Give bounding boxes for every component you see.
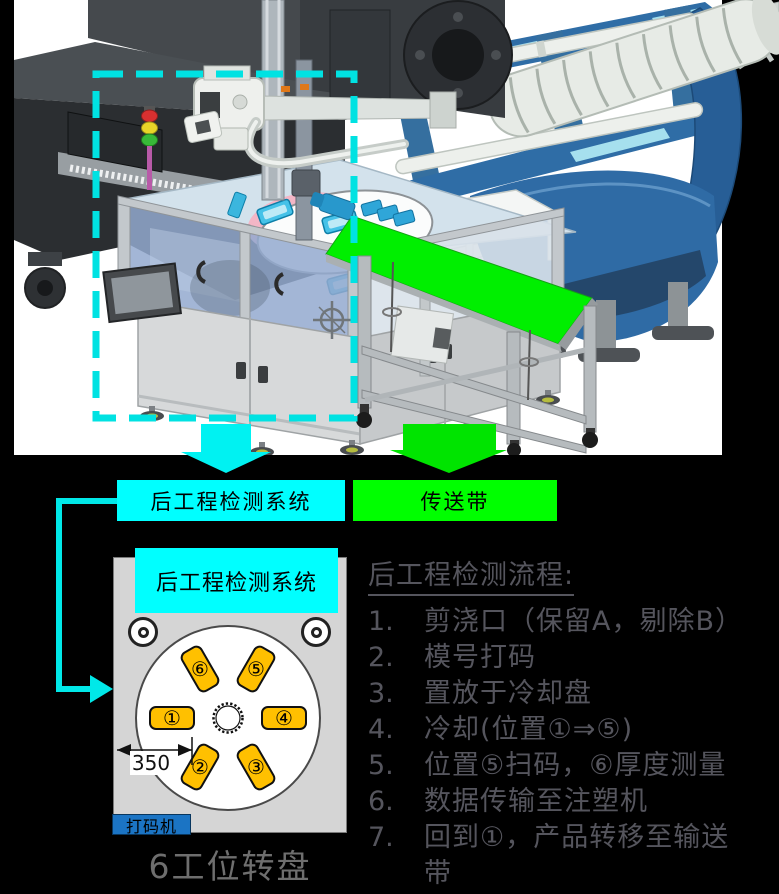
marker-machine-label: 打码机 xyxy=(112,814,191,836)
conveyor xyxy=(310,192,598,455)
flow-item-text: 模号打码 xyxy=(424,642,536,673)
flow-item: 1. 剪浇口（保留A，剔除B） xyxy=(368,604,760,640)
flow-item: 5. 位置⑤扫码，⑥厚度测量 xyxy=(368,748,760,784)
flow-item: 4. 冷却(位置①⇒⑤) xyxy=(368,712,760,748)
flow-item-number: 6. xyxy=(368,786,394,817)
inspection-system-label: 后工程检测系统 xyxy=(117,480,345,521)
station-5-label: ⑤ xyxy=(247,657,265,681)
flow-item-number: 1. xyxy=(368,606,394,637)
conveyor-frame xyxy=(357,255,597,454)
flow-title: 后工程检测流程: xyxy=(368,553,575,596)
flow-item-text: 剪浇口（保留A，剔除B） xyxy=(424,606,743,637)
flow-item-text: 回到①，产品转移至输送带 xyxy=(424,822,730,889)
flow-item: 3. 置放于冷却盘 xyxy=(368,676,760,712)
turntable-title-label: 后工程检测系统 xyxy=(135,548,338,613)
gear-icon xyxy=(212,702,244,734)
machinery-overview-image xyxy=(14,0,779,455)
control-box xyxy=(390,305,455,364)
flow-item: 7. 回到①，产品转移至输送带 xyxy=(368,820,760,892)
down-arrow-green-icon xyxy=(390,424,507,473)
station-6-label: ⑥ xyxy=(191,657,209,681)
casters xyxy=(356,404,598,455)
flow-item-text: 置放于冷却盘 xyxy=(424,678,592,709)
inspection-dashed-outline xyxy=(92,70,358,422)
station-4-label: ④ xyxy=(275,706,293,730)
flow-item-number: 5. xyxy=(368,750,394,781)
process-flow-block: 后工程检测流程: 1. 剪浇口（保留A，剔除B） 2. 模号打码 3. 置放于冷… xyxy=(368,553,760,892)
flow-item: 2. 模号打码 xyxy=(368,640,760,676)
flow-item-number: 4. xyxy=(368,714,394,745)
dimension-arrow-icon xyxy=(117,737,193,765)
dimension-value: 350 xyxy=(130,751,172,775)
station-4: ④ xyxy=(261,706,307,730)
station-1: ① xyxy=(149,706,195,730)
turntable-caption: 6工位转盘 xyxy=(148,847,312,886)
down-arrow-cyan-icon xyxy=(181,424,271,473)
monitor-screen xyxy=(102,262,182,324)
conveyor-label: 传送带 xyxy=(353,480,557,521)
flow-item-number: 2. xyxy=(368,642,394,673)
flow-item-text: 冷却(位置①⇒⑤) xyxy=(424,714,634,745)
flow-item: 6. 数据传输至注塑机 xyxy=(368,784,760,820)
clamp-unit xyxy=(300,0,513,118)
conveyor-trays xyxy=(360,199,416,227)
flow-item-text: 位置⑤扫码，⑥厚度测量 xyxy=(424,750,727,781)
connector-arrow-icon xyxy=(56,498,117,703)
station-3-label: ③ xyxy=(247,755,265,779)
mounting-hole-left xyxy=(128,617,158,647)
flow-item-number: 3. xyxy=(368,678,394,709)
station-1-label: ① xyxy=(163,706,181,730)
signal-tower-icon xyxy=(141,106,158,190)
crosshair-icon xyxy=(313,301,351,339)
mounting-hole-right xyxy=(301,617,331,647)
flow-item-number: 7. xyxy=(368,822,394,853)
flow-item-text: 数据传输至注塑机 xyxy=(424,786,648,817)
